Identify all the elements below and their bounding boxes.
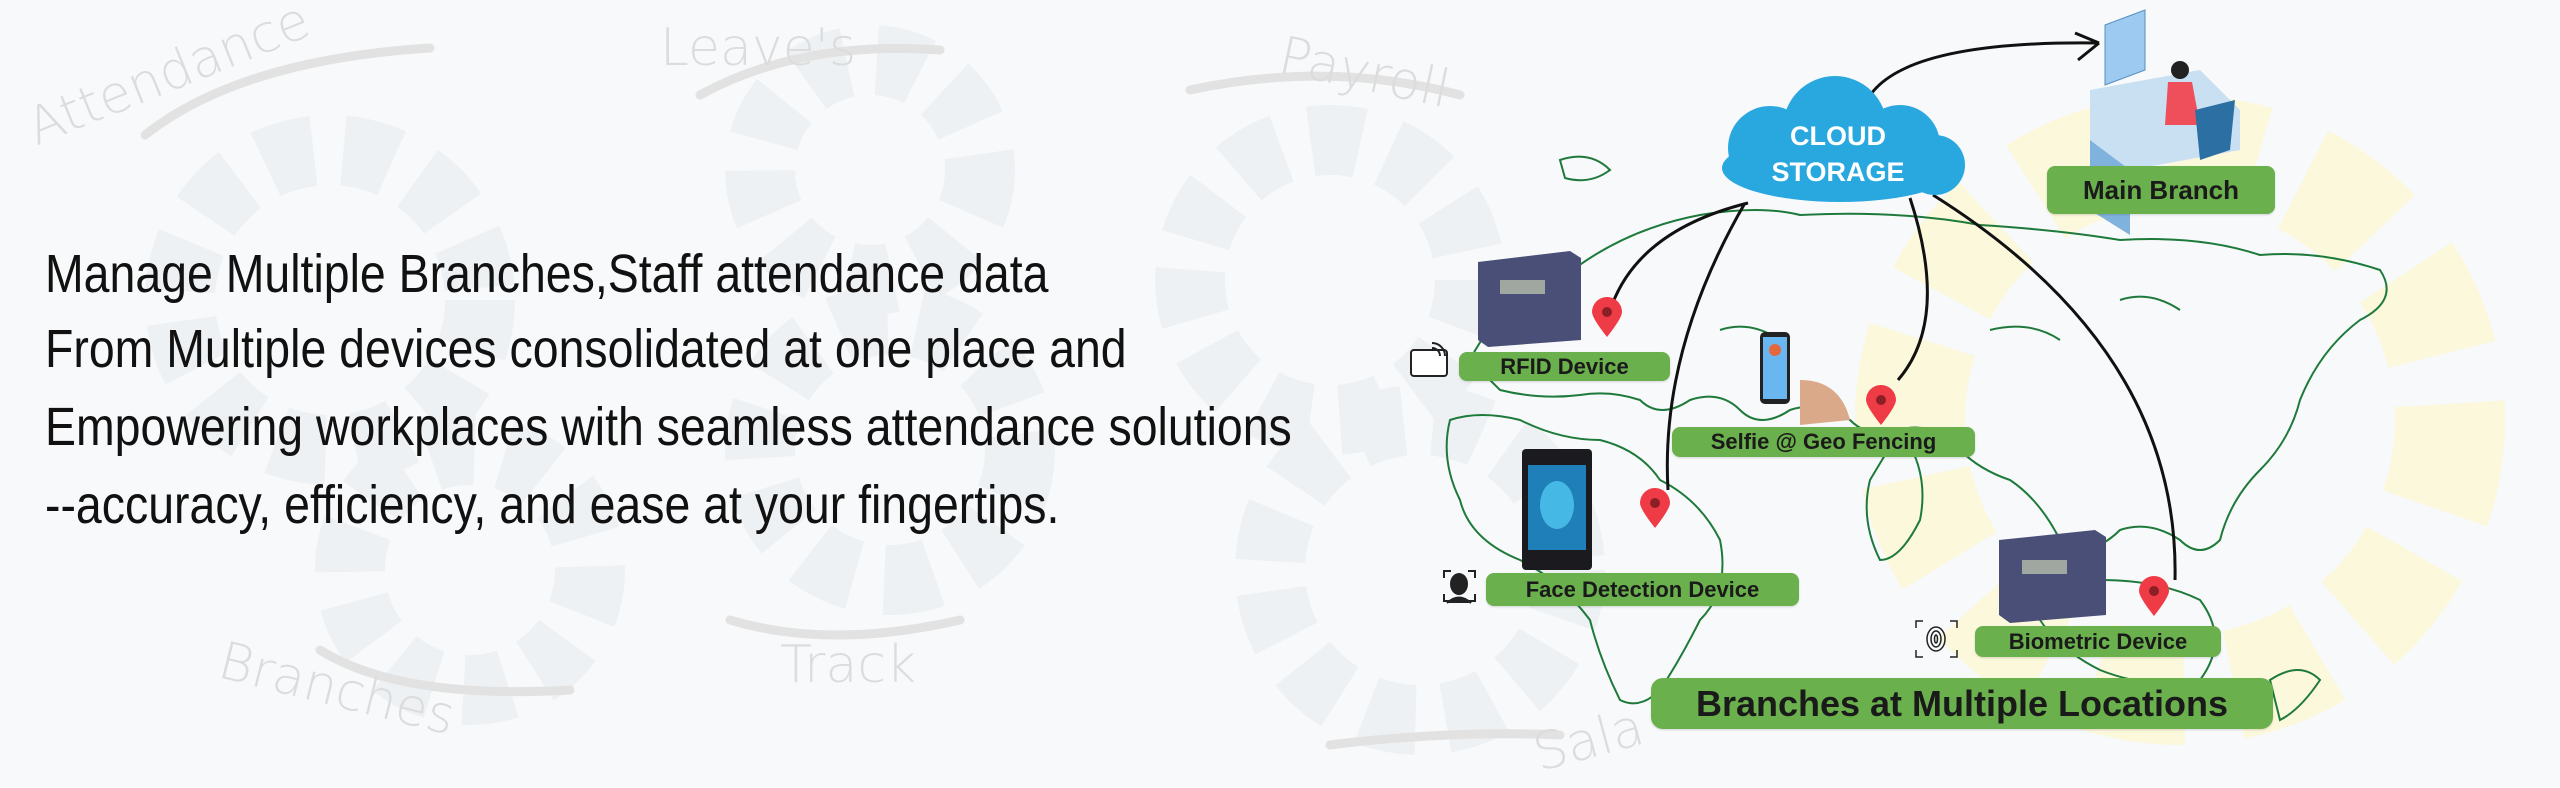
- fingerprint-icon: [1915, 620, 1958, 658]
- tagline-line-2: From Multiple devices consolidated at on…: [45, 319, 1127, 379]
- cloud-to-rfid-line: [1610, 201, 1749, 306]
- cloud-storage-icon: [1722, 76, 1965, 202]
- cloud-to-biometric-line: [1932, 193, 2177, 581]
- rfid-device-image: [1478, 251, 1581, 347]
- main-branch-label: Main Branch: [2047, 166, 2275, 214]
- cloud-storage-label: CLOUD STORAGE: [1728, 118, 1948, 190]
- cloud-label-line-2: STORAGE: [1771, 157, 1905, 187]
- selfie-phone-image: [1760, 332, 1850, 425]
- cloud-to-selfie-line: [1896, 197, 1929, 381]
- bg-word-leaves: Leave's: [660, 18, 857, 78]
- main-branch-office-illustration: [2090, 9, 2240, 235]
- biometric-device-image: [1999, 530, 2106, 623]
- face-detection-device-image: [1522, 449, 1592, 570]
- face-detection-device-label: Face Detection Device: [1486, 573, 1799, 606]
- rfid-icon: [1410, 342, 1448, 377]
- selfie-geo-fencing-label: Selfie @ Geo Fencing: [1672, 427, 1975, 457]
- tagline-line-4: --accuracy, efficiency, and ease at your…: [45, 475, 1060, 535]
- face-scan-icon: [1443, 570, 1476, 604]
- biometric-device-label: Biometric Device: [1975, 626, 2221, 657]
- tagline-line-1: Manage Multiple Branches,Staff attendanc…: [45, 244, 1049, 304]
- cloud-to-main-branch-arrow: [1860, 41, 2100, 114]
- rfid-device-label: RFID Device: [1459, 352, 1670, 381]
- tagline-line-3: Empowering workplaces with seamless atte…: [45, 397, 1292, 457]
- cloud-label-line-1: CLOUD: [1790, 121, 1886, 151]
- branches-multiple-locations-label: Branches at Multiple Locations: [1651, 678, 2273, 729]
- cloud-to-face-line: [1665, 202, 1747, 491]
- bg-word-track: Track: [780, 635, 917, 695]
